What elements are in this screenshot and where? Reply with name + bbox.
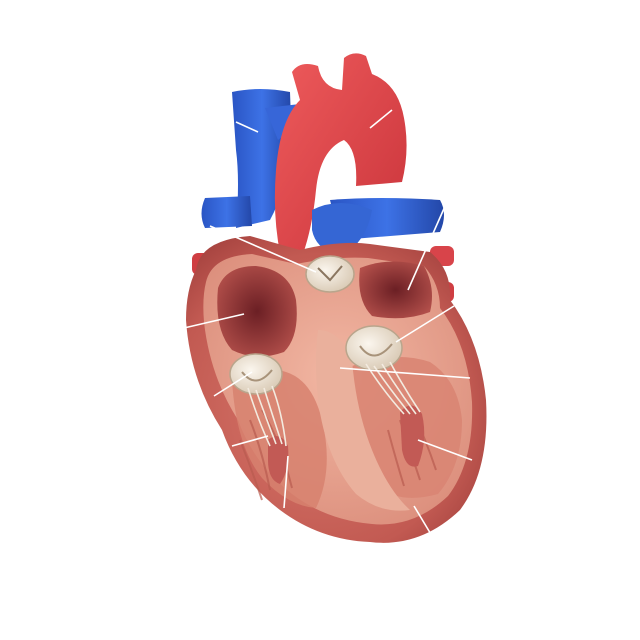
leader-line — [407, 203, 447, 291]
tricuspid-valve — [229, 353, 283, 395]
valves — [229, 255, 403, 395]
leader-line — [213, 371, 253, 397]
pulmonary-valve — [305, 255, 355, 293]
leader-line — [209, 225, 317, 273]
leader-line — [369, 109, 393, 129]
leader-line — [235, 121, 259, 133]
leader-lines — [183, 109, 473, 537]
leader-line — [395, 305, 455, 343]
leader-line — [413, 505, 433, 537]
papillary-muscle-right — [268, 436, 289, 484]
leader-line — [231, 435, 269, 447]
heart-body — [186, 236, 487, 543]
pulmonary-trunk — [312, 203, 372, 256]
vessels — [192, 53, 454, 302]
right-atrium-cavity — [217, 266, 297, 357]
leader-line — [283, 455, 289, 509]
pulmonary-artery-left — [201, 196, 252, 228]
trabeculae — [239, 409, 437, 501]
mitral-valve — [345, 325, 403, 371]
leader-line — [183, 313, 245, 329]
left-atrium-cavity — [359, 261, 432, 319]
papillary-muscle-left — [400, 405, 425, 467]
leader-line — [417, 439, 473, 461]
leader-line — [339, 367, 471, 379]
aorta — [274, 53, 407, 262]
chordae-tendineae — [247, 361, 421, 447]
interventricular-septum — [316, 330, 410, 511]
